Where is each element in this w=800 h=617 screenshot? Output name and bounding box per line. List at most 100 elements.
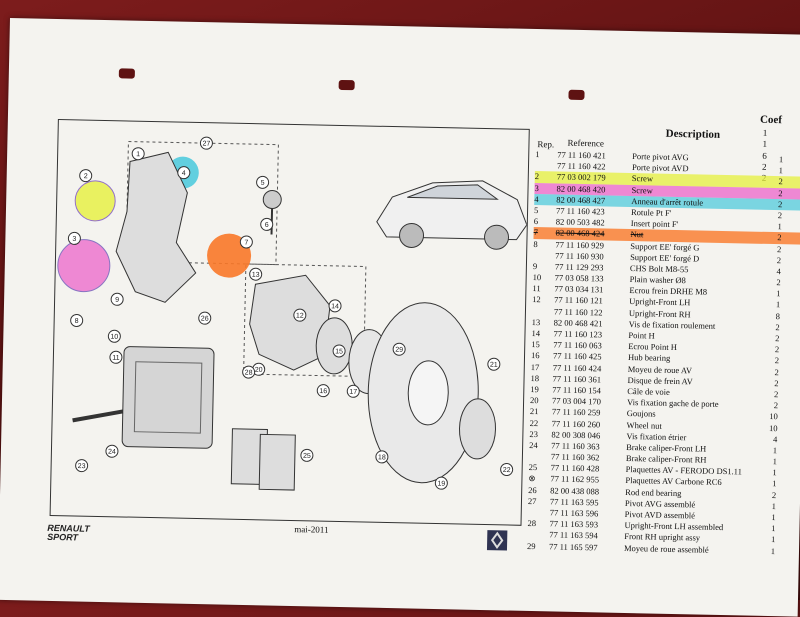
- callout-circle: [392, 342, 406, 356]
- callout-circle: [332, 344, 346, 358]
- top-coef-value: 1: [762, 127, 768, 138]
- part-coef: 1: [771, 500, 777, 511]
- callout-circle: [434, 476, 448, 490]
- part-rep: 23: [529, 428, 539, 439]
- part-rep: 21: [529, 406, 539, 417]
- part-coef: 2: [775, 321, 780, 332]
- callout-circle: [346, 384, 360, 398]
- part-rep: 16: [530, 350, 540, 361]
- part-coef: 2: [776, 254, 782, 265]
- callout-circle: [110, 292, 124, 306]
- callout-number: 16: [319, 388, 327, 395]
- callout-circle: [487, 357, 501, 371]
- part-coef: 1: [770, 534, 776, 545]
- callout-circle: [500, 463, 514, 477]
- part-rep: 9: [532, 260, 538, 271]
- callout-circle: [177, 166, 191, 180]
- part-rep: 18: [530, 372, 540, 383]
- part-coef: 2: [774, 344, 780, 355]
- pink-highlight-circle: [57, 239, 111, 293]
- callout-circle: [256, 175, 270, 189]
- part-coef: 2: [776, 243, 782, 254]
- callout-number: 20: [255, 367, 263, 374]
- part-coef: 1: [778, 165, 784, 176]
- part-rep: 19: [530, 383, 539, 395]
- callout-number: 28: [245, 369, 253, 376]
- part-rep: 12: [532, 294, 541, 305]
- callout-number: 22: [503, 467, 511, 474]
- part-coef: 2: [777, 210, 783, 221]
- upright-part: [249, 274, 331, 371]
- part-rep: 27: [527, 495, 537, 506]
- part-coef: 10: [769, 411, 778, 422]
- callout-circle: [107, 329, 121, 343]
- part-rep: 28: [527, 518, 537, 529]
- renault-diamond-icon: [486, 530, 508, 551]
- punch-hole: [338, 79, 355, 91]
- punch-hole: [118, 68, 135, 79]
- part-rep: 4: [534, 193, 539, 204]
- part-rep: 17: [530, 361, 540, 372]
- header-description: Description: [665, 127, 721, 141]
- callout-circle: [199, 136, 213, 150]
- part-coef: 1: [772, 456, 777, 467]
- part-rep: [528, 507, 552, 508]
- part-rep: 14: [531, 327, 541, 339]
- part-coef: 2: [778, 176, 783, 187]
- brand-line2: SPORT: [47, 531, 79, 543]
- part-coef: 8: [775, 310, 781, 321]
- part-coef: 1: [776, 288, 781, 299]
- part-coef: 2: [773, 400, 779, 411]
- punch-hole: [568, 89, 585, 101]
- header-rep: Rep.: [537, 139, 555, 150]
- car-illustration: [376, 180, 528, 250]
- part-rep: 29: [526, 540, 536, 551]
- callout-number: 29: [395, 347, 403, 354]
- callout-circle: [198, 311, 212, 325]
- part-coef: 2: [774, 366, 779, 377]
- wheel-spacer-part: [458, 398, 497, 460]
- callout-circle: [260, 217, 274, 231]
- part-rep: 26: [528, 484, 537, 495]
- callout-number: 2: [84, 173, 88, 180]
- part-rep: [527, 529, 551, 530]
- callout-number: 15: [335, 348, 343, 355]
- part-rep: 22: [529, 417, 539, 428]
- callout-number: 24: [108, 449, 116, 456]
- part-rep: 8: [533, 238, 538, 249]
- callout-number: 21: [490, 362, 498, 369]
- callout-number: 13: [252, 272, 260, 279]
- part-rep: 10: [532, 272, 542, 283]
- orange-highlight-circle: [207, 233, 252, 278]
- part-rep: [533, 250, 557, 251]
- brake-pad-part: [258, 433, 296, 491]
- part-rep: ⊗: [528, 473, 536, 484]
- top-coef-value: 1: [762, 139, 768, 150]
- part-rep: 1: [535, 149, 540, 160]
- ball-joint-part: [262, 190, 282, 210]
- callout-number: 19: [437, 481, 445, 488]
- callout-circle: [249, 267, 263, 281]
- callout-number: 23: [78, 463, 86, 470]
- callout-number: 26: [201, 316, 209, 323]
- yellow-highlight-circle: [74, 180, 116, 222]
- callout-number: 25: [303, 453, 311, 460]
- callout-number: 14: [331, 303, 339, 310]
- callout-circle: [293, 308, 307, 322]
- callout-number: 18: [378, 454, 386, 461]
- part-coef: 1: [772, 467, 777, 478]
- part-coef: 1: [771, 523, 776, 534]
- part-reference: 77 11 165 597: [548, 540, 598, 552]
- header-coef: Coef: [759, 113, 783, 127]
- part-coef: 2: [776, 277, 781, 288]
- callout-number: 1: [136, 151, 140, 158]
- part-rep: 24: [529, 439, 538, 451]
- part-description: Moyeu de roue assemblé: [623, 542, 709, 555]
- part-rep: 3: [534, 182, 539, 193]
- part-coef: 2: [777, 232, 782, 243]
- callout-number: 10: [110, 334, 118, 341]
